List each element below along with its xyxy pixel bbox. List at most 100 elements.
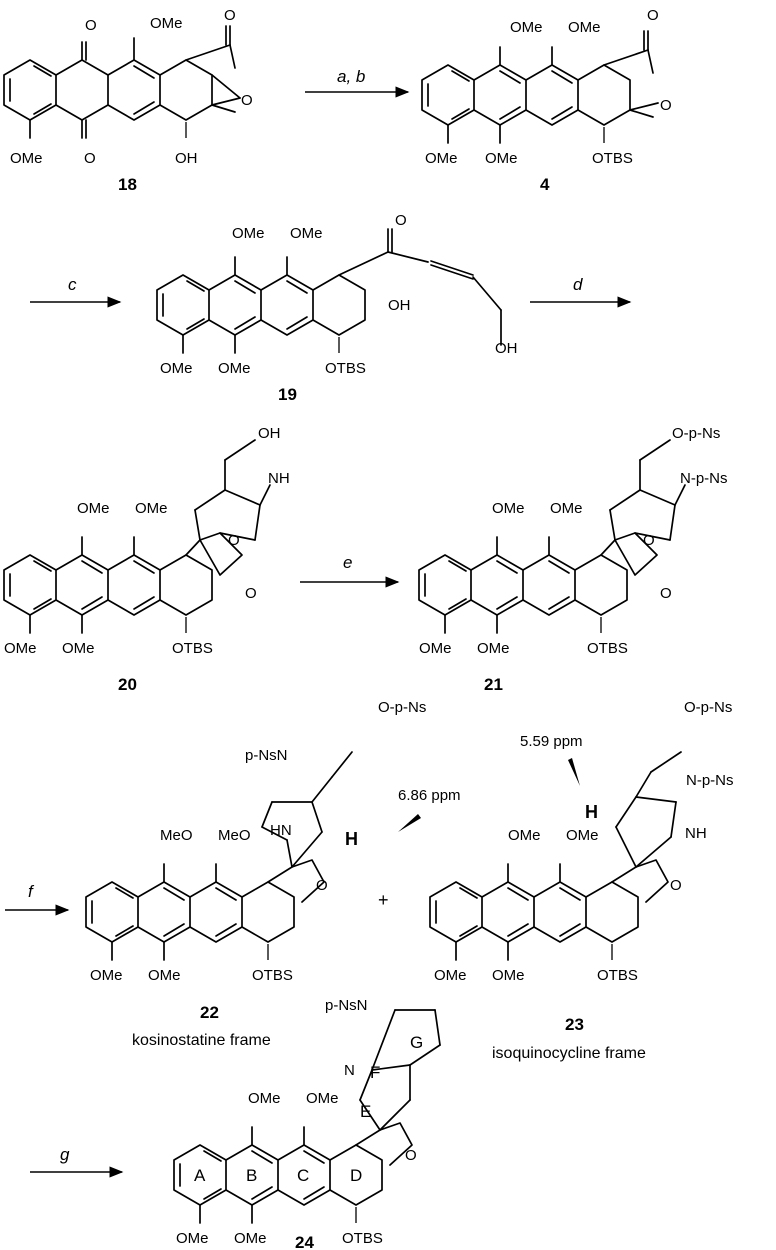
group-o-18c: O	[224, 7, 236, 24]
group-ome-19d: OMe	[218, 360, 251, 377]
group-ome-22c: OMe	[90, 967, 123, 984]
group-ome-24d: OMe	[234, 1230, 267, 1247]
group-otbs-4: OTBS	[592, 150, 633, 167]
compound-22-structure	[85, 751, 353, 961]
ring-label-b: B	[246, 1166, 257, 1185]
group-hn-22: HN	[270, 822, 292, 839]
group-oh-18: OH	[175, 150, 198, 167]
group-ome-20d: OMe	[62, 640, 95, 657]
compound-label-21: 21	[484, 675, 503, 694]
group-o-pns-23: O-p-Ns	[684, 699, 732, 716]
reagent-f: f	[28, 882, 35, 901]
ring-label-c: C	[297, 1166, 309, 1185]
compound-label-24-visible: 24	[295, 1233, 314, 1250]
group-ome-19c: OMe	[160, 360, 193, 377]
nmr-pointer-23	[568, 758, 580, 786]
group-o-4b: O	[660, 97, 672, 114]
compound-label-22: 22	[200, 1003, 219, 1022]
compound-label-19: 19	[278, 385, 297, 404]
compound-label-20: 20	[118, 675, 137, 694]
group-h-22: H	[345, 829, 358, 849]
group-oh-20: OH	[258, 425, 281, 442]
caption-kosinostatine: kosinostatine frame	[132, 1032, 271, 1049]
group-ome-18a: OMe	[150, 15, 183, 32]
group-pns-n-24: p-NsN	[325, 997, 368, 1014]
compound-19-structure	[156, 228, 502, 354]
reagent-g: g	[60, 1145, 70, 1164]
group-oh-19a: OH	[388, 297, 411, 314]
group-nh-23: NH	[685, 825, 707, 842]
group-ome-23a: OMe	[508, 827, 541, 844]
group-oh-19b: OH	[495, 340, 518, 357]
compound-label-18: 18	[118, 175, 137, 194]
compound-23-structure	[429, 751, 682, 961]
ring-label-d: D	[350, 1166, 362, 1185]
group-o-20b: O	[245, 585, 257, 602]
caption-isoquinocycline: isoquinocycline frame	[492, 1045, 646, 1062]
nmr-pointer-22	[398, 814, 421, 832]
group-o-21b: O	[660, 585, 672, 602]
compound-20-structure	[3, 439, 271, 634]
group-ome-24a: OMe	[248, 1090, 281, 1107]
group-o-21a: O	[643, 532, 655, 549]
plus-sign: +	[378, 890, 389, 910]
group-o-23: O	[670, 877, 682, 894]
nmr-shift-22: 6.86 ppm	[398, 787, 461, 804]
group-o-pns-21: O-p-Ns	[672, 425, 720, 442]
group-ome-4d: OMe	[485, 150, 518, 167]
compound-18-structure	[3, 25, 241, 139]
compound-label-23: 23	[565, 1015, 584, 1034]
group-o-4a: O	[647, 7, 659, 24]
group-ome-23b: OMe	[566, 827, 599, 844]
group-ome-21a: OMe	[492, 500, 525, 517]
group-ome-23c: OMe	[434, 967, 467, 984]
ring-label-g: G	[410, 1033, 423, 1052]
reagent-ab: a, b	[337, 67, 365, 86]
group-ome-19b: OMe	[290, 225, 323, 242]
group-ome-21d: OMe	[477, 640, 510, 657]
group-ome-4a: OMe	[510, 19, 543, 36]
group-o-24: O	[405, 1147, 417, 1164]
group-nh-20: NH	[268, 470, 290, 487]
compound-4-structure	[421, 30, 659, 144]
group-otbs-24: OTBS	[342, 1230, 383, 1247]
group-n-24: N	[344, 1062, 355, 1079]
group-n-pns-23: N-p-Ns	[686, 772, 734, 789]
group-meo-22b: MeO	[218, 827, 251, 844]
reagent-c: c	[68, 275, 77, 294]
group-ome-22d: OMe	[148, 967, 181, 984]
compound-21-structure	[418, 439, 686, 634]
group-ome-20c: OMe	[4, 640, 37, 657]
group-meo-22a: MeO	[160, 827, 193, 844]
group-o-18d: O	[241, 92, 253, 109]
compound-24-structure	[173, 1009, 441, 1224]
group-otbs-21: OTBS	[587, 640, 628, 657]
group-h-23: H	[585, 802, 598, 822]
ring-label-a: A	[194, 1166, 206, 1185]
group-ome-20b: OMe	[135, 500, 168, 517]
group-otbs-22: OTBS	[252, 967, 293, 984]
ring-label-e: E	[360, 1102, 371, 1121]
group-ome-19a: OMe	[232, 225, 265, 242]
group-ome-21c: OMe	[419, 640, 452, 657]
reagent-e: e	[343, 553, 352, 572]
group-ome-21b: OMe	[550, 500, 583, 517]
group-o-18b: O	[84, 150, 96, 167]
group-o-18a: O	[85, 17, 97, 34]
group-o-19: O	[395, 212, 407, 229]
group-ome-24b: OMe	[306, 1090, 339, 1107]
group-ome-20a: OMe	[77, 500, 110, 517]
nmr-shift-23: 5.59 ppm	[520, 733, 583, 750]
group-n-pns-21: N-p-Ns	[680, 470, 728, 487]
compound-label-4: 4	[540, 175, 550, 194]
group-otbs-23: OTBS	[597, 967, 638, 984]
group-ome-4b: OMe	[568, 19, 601, 36]
group-otbs-20: OTBS	[172, 640, 213, 657]
group-otbs-19: OTBS	[325, 360, 366, 377]
group-pns-n-22: p-NsN	[245, 747, 288, 764]
reagent-d: d	[573, 275, 583, 294]
group-o-20a: O	[228, 532, 240, 549]
group-ome-4c: OMe	[425, 150, 458, 167]
group-o-pns-22: O-p-Ns	[378, 699, 426, 716]
